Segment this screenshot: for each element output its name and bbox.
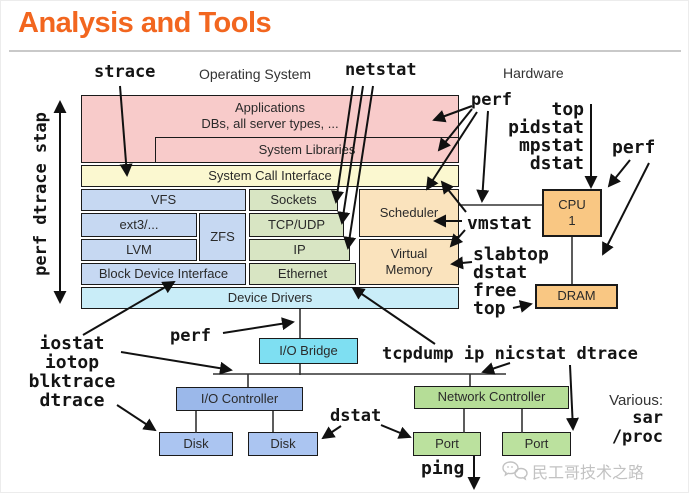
box-sockets: Sockets (249, 189, 338, 211)
page-title: Analysis and Tools (18, 7, 272, 39)
label-tcpdump-group: tcpdump ip nicstat dtrace (382, 344, 638, 364)
label-top-cpu: top (551, 99, 584, 120)
heading-operating-system: Operating System (199, 66, 312, 82)
box-io-controller: I/O Controller (176, 387, 303, 411)
box-dram: DRAM (535, 284, 618, 309)
box-port-2: Port (502, 432, 571, 456)
box-zfs: ZFS (199, 213, 246, 261)
label-various: Various: (609, 392, 663, 409)
box-ext3: ext3/... (81, 213, 197, 237)
cpu-label-1: CPU (558, 196, 586, 212)
box-block-device-interface: Block Device Interface (81, 263, 246, 285)
label-proc: /proc (611, 427, 663, 447)
box-scheduler: Scheduler (359, 189, 459, 237)
box-vfs: VFS (81, 189, 246, 211)
label-top-mem: top (473, 298, 506, 319)
heading-hardware: Hardware (503, 65, 564, 81)
label-iotop: iotop (44, 352, 100, 373)
watermark: 民工哥技术之路 (501, 459, 644, 483)
various-group: Various: sar /proc (593, 392, 663, 447)
box-lvm: LVM (81, 239, 197, 261)
label-dstat-bottom: dstat (330, 406, 382, 426)
box-tcp-udp: TCP/UDP (249, 213, 344, 237)
box-virtual-memory: Virtual Memory (359, 239, 459, 285)
bdi-label: Block Device Interface (98, 265, 229, 281)
virtual-memory-label-1: Virtual (390, 245, 428, 261)
box-disk-2: Disk (248, 432, 318, 456)
memory-tools-group: slabtop dstat free top (473, 246, 549, 318)
port2-label: Port (524, 435, 549, 451)
chat-bubbles-icon (502, 461, 528, 481)
ext3-label: ext3/... (119, 216, 159, 232)
ethernet-label: Ethernet (277, 265, 328, 281)
sci-label: System Call Interface (208, 167, 332, 183)
title-divider (9, 50, 681, 52)
virtual-memory-label-2: Memory (385, 262, 433, 277)
io-bridge-label: I/O Bridge (279, 342, 338, 358)
label-pidstat: pidstat (508, 117, 584, 138)
port1-label: Port (435, 435, 459, 451)
cpu-tools-group: top pidstat mpstat dstat (496, 101, 584, 173)
network-controller-label: Network Controller (437, 389, 546, 405)
label-mpstat: mpstat (518, 135, 584, 156)
dram-label: DRAM (557, 288, 596, 304)
io-controller-label: I/O Controller (200, 390, 279, 406)
label-strace: strace (94, 62, 156, 82)
lvm-label: LVM (126, 241, 152, 257)
disk1-label: Disk (183, 435, 209, 451)
label-dstat-mem: dstat (473, 262, 528, 283)
disk2-label: Disk (270, 435, 296, 451)
box-ethernet: Ethernet (249, 263, 356, 285)
label-perf-right: perf (612, 137, 656, 158)
box-system-libraries: System Libraries (155, 137, 459, 163)
tcp-udp-label: TCP/UDP (267, 216, 326, 232)
box-system-call-interface: System Call Interface (81, 165, 459, 187)
box-device-drivers: Device Drivers (81, 287, 459, 309)
label-perf-dtrace-stap: perf dtrace stap (31, 112, 51, 276)
zfs-label: ZFS (210, 228, 235, 244)
io-tools-group: iostat iotop blktrace dtrace (19, 334, 125, 410)
label-sar: sar (632, 408, 663, 428)
applications-sublabel: DBs, all server types, ... (201, 116, 339, 132)
label-perf-bottom: perf (170, 326, 211, 346)
watermark-text: 民工哥技术之路 (532, 465, 645, 482)
box-io-bridge: I/O Bridge (259, 338, 358, 364)
box-ip: IP (249, 239, 350, 261)
label-netstat: netstat (345, 60, 417, 80)
vfs-label: VFS (150, 191, 177, 207)
box-network-controller: Network Controller (414, 386, 569, 409)
label-dstat-cpu: dstat (529, 153, 584, 174)
label-iostat: iostat (39, 333, 105, 354)
scheduler-label: Scheduler (379, 204, 439, 220)
label-slabtop: slabtop (473, 244, 549, 265)
ip-label: IP (293, 241, 306, 257)
label-vmstat: vmstat (467, 213, 533, 234)
cpu-label-2: 1 (568, 213, 576, 228)
device-drivers-label: Device Drivers (227, 289, 313, 305)
sockets-label: Sockets (270, 191, 317, 207)
label-perf-top: perf (471, 90, 512, 110)
applications-label: Applications (234, 100, 306, 115)
label-blktrace: blktrace (28, 371, 116, 392)
box-port-1: Port (413, 432, 481, 456)
box-cpu: CPU 1 (542, 189, 602, 237)
label-dtrace-io: dtrace (39, 390, 105, 411)
label-ping: ping (421, 458, 465, 479)
box-disk-1: Disk (159, 432, 233, 456)
label-free: free (473, 280, 517, 301)
system-libraries-label: System Libraries (258, 141, 356, 157)
